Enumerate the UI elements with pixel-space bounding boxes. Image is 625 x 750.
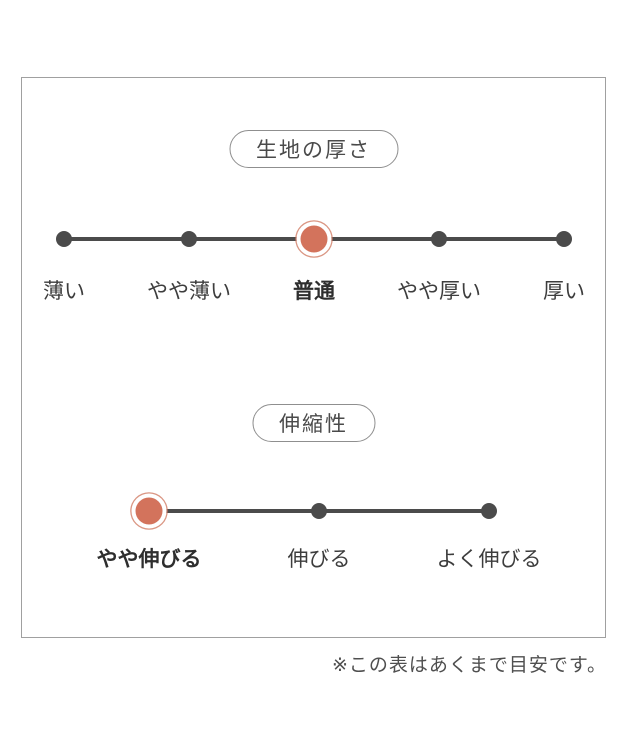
scale-labels-fabric-thickness: 薄い やや薄い 普通 やや厚い 厚い [43,276,585,308]
scale-title: 生地の厚さ [256,138,371,162]
scale-option-label: やや厚い [397,279,481,303]
scale-option-label: やや薄い [147,279,231,303]
scale-track-fabric-thickness [56,217,572,261]
scale-option-label-selected: やや伸びる [96,547,202,571]
scale-dot-selected [300,225,328,253]
scale-dot [311,503,327,519]
scale-dot [181,231,197,247]
scale-title: 伸縮性 [279,412,348,436]
scale-labels-stretchiness: やや伸びる 伸びる よく伸びる [97,544,542,576]
scale-dot [481,503,497,519]
spec-panel: 生地の厚さ 薄い やや薄い 普通 やや厚い 厚い 伸縮性 やや伸びる 伸びる よく伸びる [21,77,606,638]
scale-dot-selected [135,497,163,525]
scale-option-label: 伸びる [287,547,351,571]
scale-dot [56,231,72,247]
scale-dot [431,231,447,247]
scale-option-label: 薄い [43,279,85,303]
footer-note: ※この表はあくまで目安です。 [331,654,607,676]
scale-dot [556,231,572,247]
scale-track-stretchiness [135,489,497,533]
scale-option-label: よく伸びる [436,547,542,571]
scale-title-badge-stretchiness: 伸縮性 [252,404,375,442]
scale-option-label-selected: 普通 [293,279,335,303]
scale-title-badge-fabric-thickness: 生地の厚さ [229,130,398,168]
scale-option-label: 厚い [543,279,585,303]
